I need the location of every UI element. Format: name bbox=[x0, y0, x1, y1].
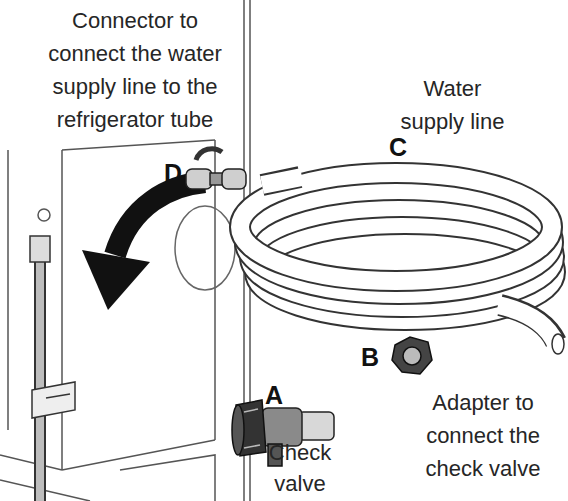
o-ring bbox=[175, 206, 235, 290]
supply-line-coil bbox=[240, 173, 564, 354]
refrigerator-panel bbox=[0, 0, 250, 501]
callout-letter: B bbox=[361, 343, 385, 371]
adapter-part bbox=[392, 337, 432, 374]
callout-letter: D bbox=[164, 159, 188, 187]
callout-letter: A bbox=[265, 381, 289, 409]
callout-text: Adapter to connect the check valve bbox=[418, 386, 548, 485]
callout-letter: C bbox=[389, 133, 413, 161]
part-name: Water supply line bbox=[395, 72, 510, 138]
callout-text: Connector to connect the water supply li… bbox=[40, 4, 230, 136]
refrigerator-tube bbox=[30, 236, 75, 501]
connector-part bbox=[186, 169, 246, 189]
part-name: Check valve bbox=[250, 437, 350, 499]
direction-arrow bbox=[82, 182, 205, 310]
hose-piece bbox=[196, 149, 222, 160]
